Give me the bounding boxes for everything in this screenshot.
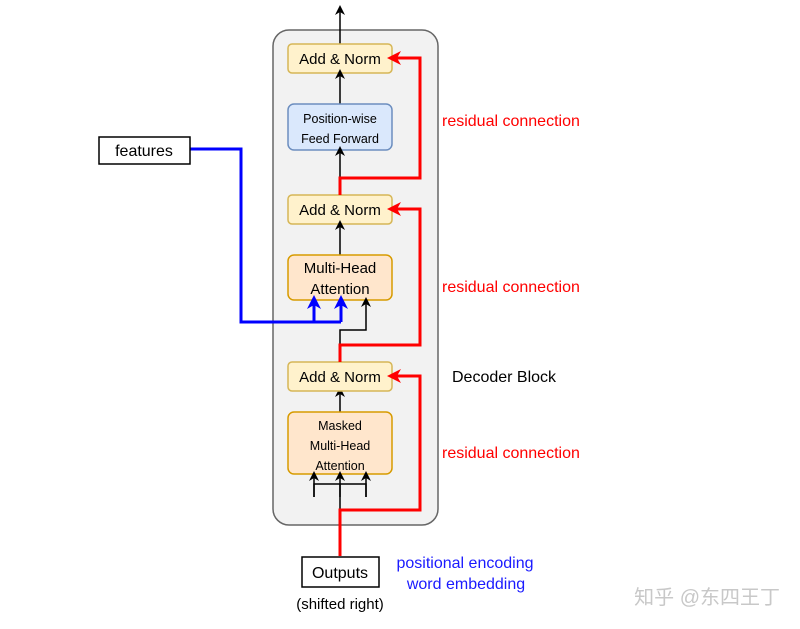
word-embedding-label: word embedding: [406, 576, 525, 593]
feed-forward-label-line2: Feed Forward: [301, 132, 379, 146]
feed-forward-label-line1: Position-wise: [303, 112, 377, 126]
features-label: features: [115, 143, 173, 160]
residual-label-middle: residual connection: [442, 279, 580, 296]
masked-attention-line2: Multi-Head: [310, 439, 370, 453]
shifted-right-label: (shifted right): [296, 596, 384, 613]
masked-attention-line3: Attention: [315, 459, 364, 473]
query-input-arrow: [339, 297, 371, 345]
features-connector-line: [190, 147, 341, 324]
add-norm-middle-label: Add & Norm: [299, 202, 381, 219]
multi-head-attention-line1: Multi-Head: [304, 260, 377, 277]
features-box: [98, 136, 191, 165]
watermark: 知乎 @东四王丁: [634, 586, 780, 609]
residual-label-bottom: residual connection: [442, 445, 580, 462]
decoder-block-label: Decoder Block: [452, 369, 557, 386]
outputs-label: Outputs: [312, 565, 368, 582]
multi-head-attention-line2: Attention: [310, 281, 369, 298]
outputs-box: [301, 556, 380, 588]
add-norm-top-label: Add & Norm: [299, 51, 381, 68]
residual-path-middle: [338, 202, 422, 362]
add-norm-bottom-label: Add & Norm: [299, 369, 381, 386]
positional-encoding-label: positional encoding: [397, 555, 534, 572]
residual-label-top: residual connection: [442, 113, 580, 130]
residual-path-bottom: [338, 369, 422, 556]
masked-attention-line1: Masked: [318, 419, 362, 433]
residual-path-top: [338, 51, 422, 195]
